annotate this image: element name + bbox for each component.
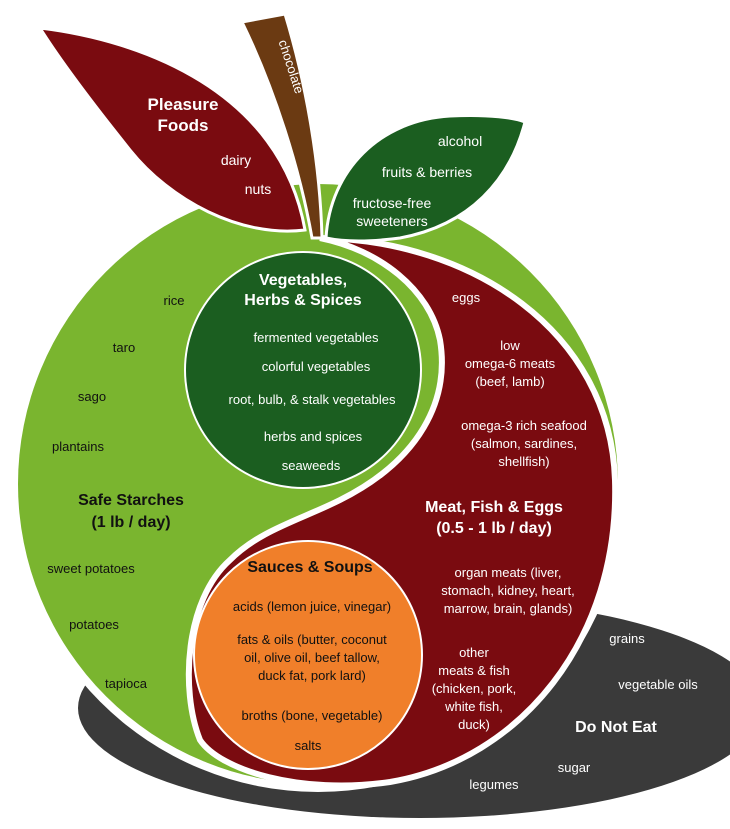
- pleasure-item-dairy: dairy: [221, 152, 251, 168]
- sauces-item: acids (lemon juice, vinegar): [233, 599, 391, 614]
- meat-item: organ meats (liver,: [455, 565, 562, 580]
- meat-item: duck): [458, 717, 490, 732]
- sauces-soups-region: [193, 540, 423, 770]
- sauces-item: salts: [295, 738, 322, 753]
- meat-item: (beef, lamb): [475, 374, 544, 389]
- safe-starches-title: Safe Starches: [78, 492, 184, 509]
- meat-item: meats & fish: [438, 663, 510, 678]
- vegetables-item: herbs and spices: [264, 429, 363, 444]
- sauces-item: duck fat, pork lard): [258, 668, 366, 683]
- meat-item: (salmon, sardines,: [471, 436, 577, 451]
- vegetables-item: colorful vegetables: [262, 359, 371, 374]
- vegetables-item: seaweeds: [282, 458, 341, 473]
- do-not-eat-item: grains: [609, 631, 645, 646]
- leaf-item-fructose: fructose-free: [353, 195, 432, 211]
- starch-item: tapioca: [105, 676, 148, 691]
- vegetables-region: [184, 251, 422, 489]
- starch-item: plantains: [52, 439, 105, 454]
- meat-item: other: [459, 645, 489, 660]
- meat-item: marrow, brain, glands): [444, 601, 573, 616]
- meat-item: shellfish): [498, 454, 549, 469]
- meat-item: eggs: [452, 290, 481, 305]
- sauces-item: oil, olive oil, beef tallow,: [244, 650, 380, 665]
- meat-title-2: (0.5 - 1 lb / day): [436, 520, 552, 537]
- do-not-eat-title: Do Not Eat: [575, 719, 657, 736]
- leaf-item-alcohol: alcohol: [438, 133, 482, 149]
- meat-item: stomach, kidney, heart,: [441, 583, 574, 598]
- do-not-eat-item: sugar: [558, 760, 591, 775]
- pleasure-foods-leaf: [37, 26, 307, 233]
- sauces-item: broths (bone, vegetable): [242, 708, 383, 723]
- pleasure-foods-title: Pleasure: [148, 95, 219, 114]
- meat-item: (chicken, pork,: [432, 681, 517, 696]
- meat-item: low: [500, 338, 520, 353]
- vegetables-title-2: Herbs & Spices: [244, 292, 361, 309]
- meat-title: Meat, Fish & Eggs: [425, 499, 563, 516]
- sauces-item: fats & oils (butter, coconut: [237, 632, 387, 647]
- sauces-title: Sauces & Soups: [247, 559, 372, 576]
- pleasure-foods-title-2: Foods: [158, 116, 209, 135]
- starch-item: sago: [78, 389, 106, 404]
- starch-item: potatoes: [69, 617, 119, 632]
- vegetables-item: fermented vegetables: [253, 330, 379, 345]
- starch-item: rice: [164, 293, 185, 308]
- leaf-item-sweeteners: sweeteners: [356, 213, 428, 229]
- vegetables-item: root, bulb, & stalk vegetables: [229, 392, 396, 407]
- meat-item: omega-3 rich seafood: [461, 418, 587, 433]
- chocolate-stem: [239, 12, 324, 240]
- do-not-eat-item: vegetable oils: [618, 677, 698, 692]
- starch-item: sweet potatoes: [47, 561, 135, 576]
- pleasure-item-nuts: nuts: [245, 181, 271, 197]
- alcohol-fruits-leaf: [324, 113, 527, 243]
- starch-item: taro: [113, 340, 135, 355]
- do-not-eat-item: legumes: [469, 777, 519, 792]
- safe-starches-title-2: (1 lb / day): [91, 514, 170, 531]
- vegetables-title: Vegetables,: [259, 272, 347, 289]
- leaf-item-fruits: fruits & berries: [382, 164, 472, 180]
- meat-item: white fish,: [444, 699, 503, 714]
- meat-item: omega-6 meats: [465, 356, 556, 371]
